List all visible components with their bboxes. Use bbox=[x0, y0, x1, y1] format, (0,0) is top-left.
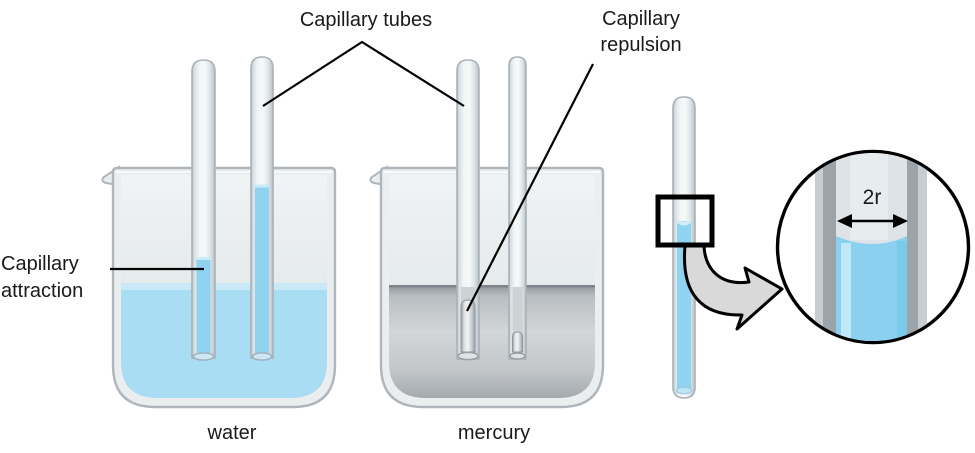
depressed-mercury-column bbox=[512, 331, 523, 353]
mercury-beaker bbox=[369, 165, 605, 409]
label-capillary-attraction: Capillary attraction bbox=[1, 253, 84, 302]
tube-interior-through-glass bbox=[512, 287, 523, 355]
magnified-view bbox=[775, 149, 971, 345]
water-fill bbox=[121, 283, 327, 398]
mercury-fill bbox=[389, 285, 595, 398]
wide-tube-in-water bbox=[191, 59, 216, 361]
capillary-tubes-leader-lines bbox=[262, 40, 465, 107]
meniscus-low bbox=[196, 257, 211, 260]
narrow-tube-in-water bbox=[250, 56, 274, 361]
tube-open-end bbox=[509, 352, 526, 360]
mercury-surface-line bbox=[389, 285, 595, 288]
water-column-low bbox=[196, 257, 211, 353]
tube-outer-glass-left bbox=[815, 153, 823, 341]
water-beaker bbox=[101, 165, 337, 409]
diameter-arrow bbox=[837, 214, 908, 228]
tube-outer-glass-right bbox=[918, 153, 927, 341]
label-tube-diameter: 2r bbox=[862, 186, 882, 209]
meniscus bbox=[677, 219, 691, 226]
label-capillary-tubes: Capillary tubes bbox=[299, 9, 433, 31]
meniscus-high bbox=[255, 184, 269, 188]
label-water: water bbox=[207, 422, 257, 444]
tube-open-end bbox=[457, 351, 479, 361]
capillary-repulsion-leader-line bbox=[466, 63, 594, 312]
narrow-tube-in-mercury bbox=[508, 56, 527, 360]
label-capillary-repulsion: Capillary repulsion bbox=[600, 8, 682, 56]
water-highlight-stripe bbox=[841, 243, 851, 341]
magnified-water-with-meniscus bbox=[836, 236, 907, 341]
water-shade-stripe bbox=[897, 241, 907, 341]
tube-open-end bbox=[192, 352, 215, 361]
depressed-mercury-column bbox=[460, 299, 476, 353]
tube-open-end bbox=[251, 352, 273, 361]
magnify-arrow bbox=[682, 244, 784, 331]
label-mercury: mercury bbox=[457, 422, 531, 444]
water-column-high bbox=[255, 184, 269, 353]
tube-wall-left bbox=[823, 153, 836, 341]
tube-open-end bbox=[675, 386, 693, 395]
water-surface-line bbox=[121, 283, 327, 290]
tube-interior-highlight bbox=[850, 153, 888, 240]
tube-wall-right bbox=[907, 153, 918, 341]
